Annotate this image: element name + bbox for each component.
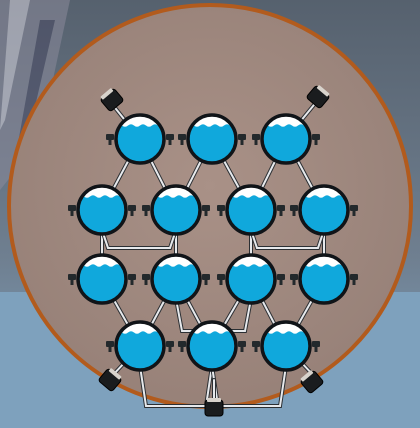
water-bowl[interactable] [188,115,236,165]
rim-handle [205,398,223,416]
water-bowl[interactable] [152,186,200,236]
water-bowl[interactable] [78,255,126,305]
water-bowl[interactable] [116,322,164,372]
water-bowl[interactable] [78,186,126,236]
water-bowl[interactable] [262,322,310,372]
water-bowl[interactable] [262,115,310,165]
water-bowl[interactable] [116,115,164,165]
water-bowl[interactable] [300,255,348,305]
water-bowl[interactable] [227,255,275,305]
water-bowl[interactable] [227,186,275,236]
water-bowl[interactable] [300,186,348,236]
water-bowl[interactable] [188,322,236,372]
water-bowl[interactable] [152,255,200,305]
